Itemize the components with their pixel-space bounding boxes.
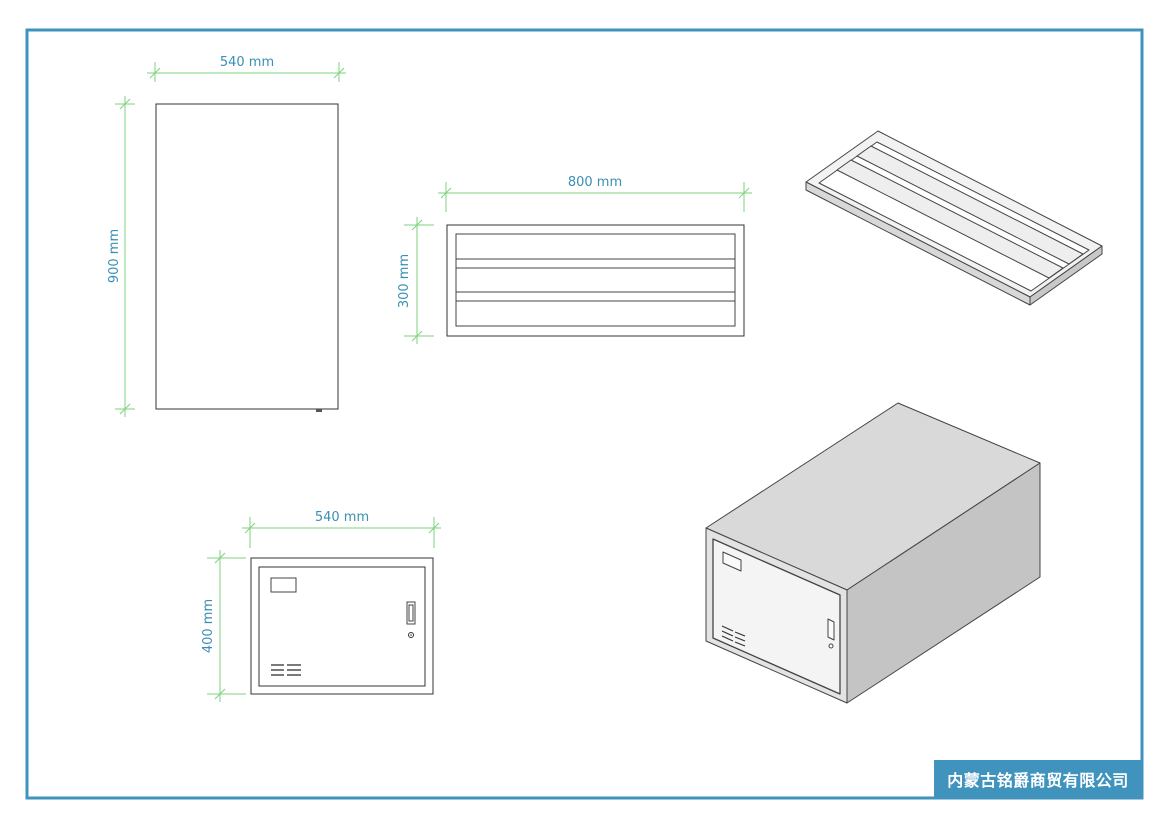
cabinet-isometric [705, 402, 1041, 704]
company-title-block: 内蒙古铭爵商贸有限公司 [934, 760, 1142, 797]
front-view-height-label: 400 mm [201, 599, 216, 653]
sheet-frame [25, 28, 1144, 800]
tray-iso-rail-2 [856, 145, 1084, 265]
front-view-door [258, 566, 426, 687]
side-view-width-label: 540 mm [220, 55, 274, 70]
side-view-foot [316, 409, 322, 412]
cabinet-iso-label-plate [722, 551, 742, 572]
tray-width-dimension: 800 mm [438, 175, 752, 212]
tray-isometric [805, 130, 1103, 306]
tray-width-label: 800 mm [568, 175, 622, 190]
tray-rail-2 [455, 291, 736, 302]
front-view-vent-icon [271, 664, 301, 676]
side-view-height-label: 900 mm [107, 229, 122, 283]
tray-iso-right-face [1029, 245, 1103, 306]
cabinet-iso-lock-icon [828, 643, 834, 649]
tray-outer-rim [446, 224, 745, 337]
cabinet-iso-handle [827, 618, 835, 641]
front-view-width-dimension: 540 mm [242, 510, 441, 548]
cabinet-iso-door [712, 538, 841, 695]
side-view-height-dimension: 900 mm [107, 96, 135, 417]
front-view-handle [406, 601, 416, 625]
front-view-height-dimension: 400 mm [201, 550, 246, 702]
side-view-width-dimension: 540 mm [147, 55, 346, 82]
side-view: 540 mm 900 mm [107, 55, 346, 417]
front-view-width-label: 540 mm [315, 510, 369, 525]
tray-height-label: 300 mm [397, 254, 412, 308]
tray-height-dimension: 300 mm [397, 217, 434, 344]
tray-inner-rim [455, 233, 736, 327]
tray-top-view: 800 mm 300 mm [397, 175, 752, 344]
cabinet-iso-vent-icon [721, 625, 746, 647]
tray-iso-rail-1 [836, 159, 1064, 279]
front-view: 540 mm 400 mm [201, 510, 441, 702]
side-view-outline [155, 103, 339, 410]
tray-rail-1 [455, 258, 736, 269]
company-name: 内蒙古铭爵商贸有限公司 [947, 770, 1129, 790]
